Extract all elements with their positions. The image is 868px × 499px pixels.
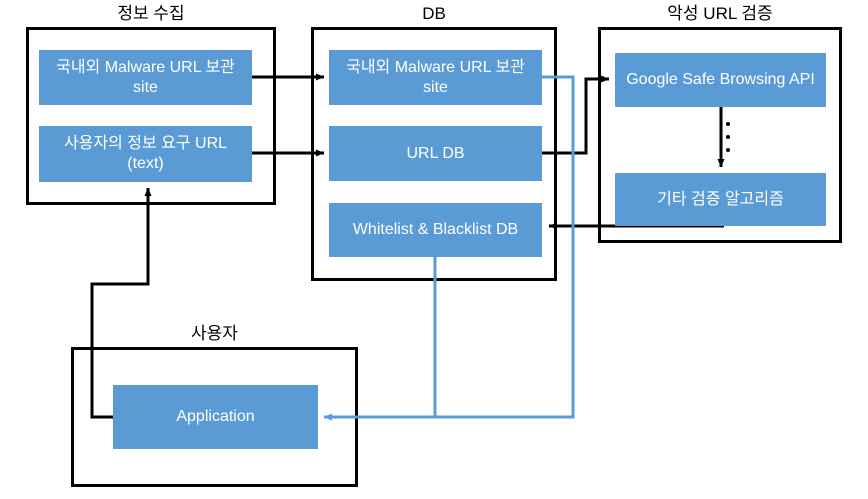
- node-verify-google-safe-browsing[interactable]: Google Safe Browsing API: [615, 53, 826, 107]
- node-user-application[interactable]: Application: [113, 385, 318, 449]
- group-title-user: 사용자: [191, 324, 238, 343]
- vertical-ellipsis-icon: [725, 122, 731, 152]
- node-db-whitelist-blacklist[interactable]: Whitelist & Blacklist DB: [329, 203, 542, 257]
- group-box-collect: [26, 27, 276, 205]
- group-box-verify: [598, 27, 842, 243]
- node-db-url[interactable]: URL DB: [329, 126, 542, 181]
- group-title-verify: 악성 URL 검증: [667, 4, 773, 23]
- group-title-db: DB: [422, 4, 446, 23]
- connector-db-url-to-google-api: [542, 75, 610, 155]
- node-db-malware-site[interactable]: 국내외 Malware URL 보관 site: [329, 50, 542, 105]
- node-collect-user-request[interactable]: 사용자의 정보 요구 URL (text): [39, 126, 252, 182]
- node-collect-malware-site[interactable]: 국내외 Malware URL 보관 site: [39, 50, 252, 105]
- node-verify-other-algorithm[interactable]: 기타 검증 알고리즘: [615, 173, 826, 226]
- group-title-collect: 정보 수집: [117, 4, 185, 23]
- connector-db-malware-to-application: [323, 75, 575, 421]
- connector-application-to-collect-request: [90, 187, 152, 419]
